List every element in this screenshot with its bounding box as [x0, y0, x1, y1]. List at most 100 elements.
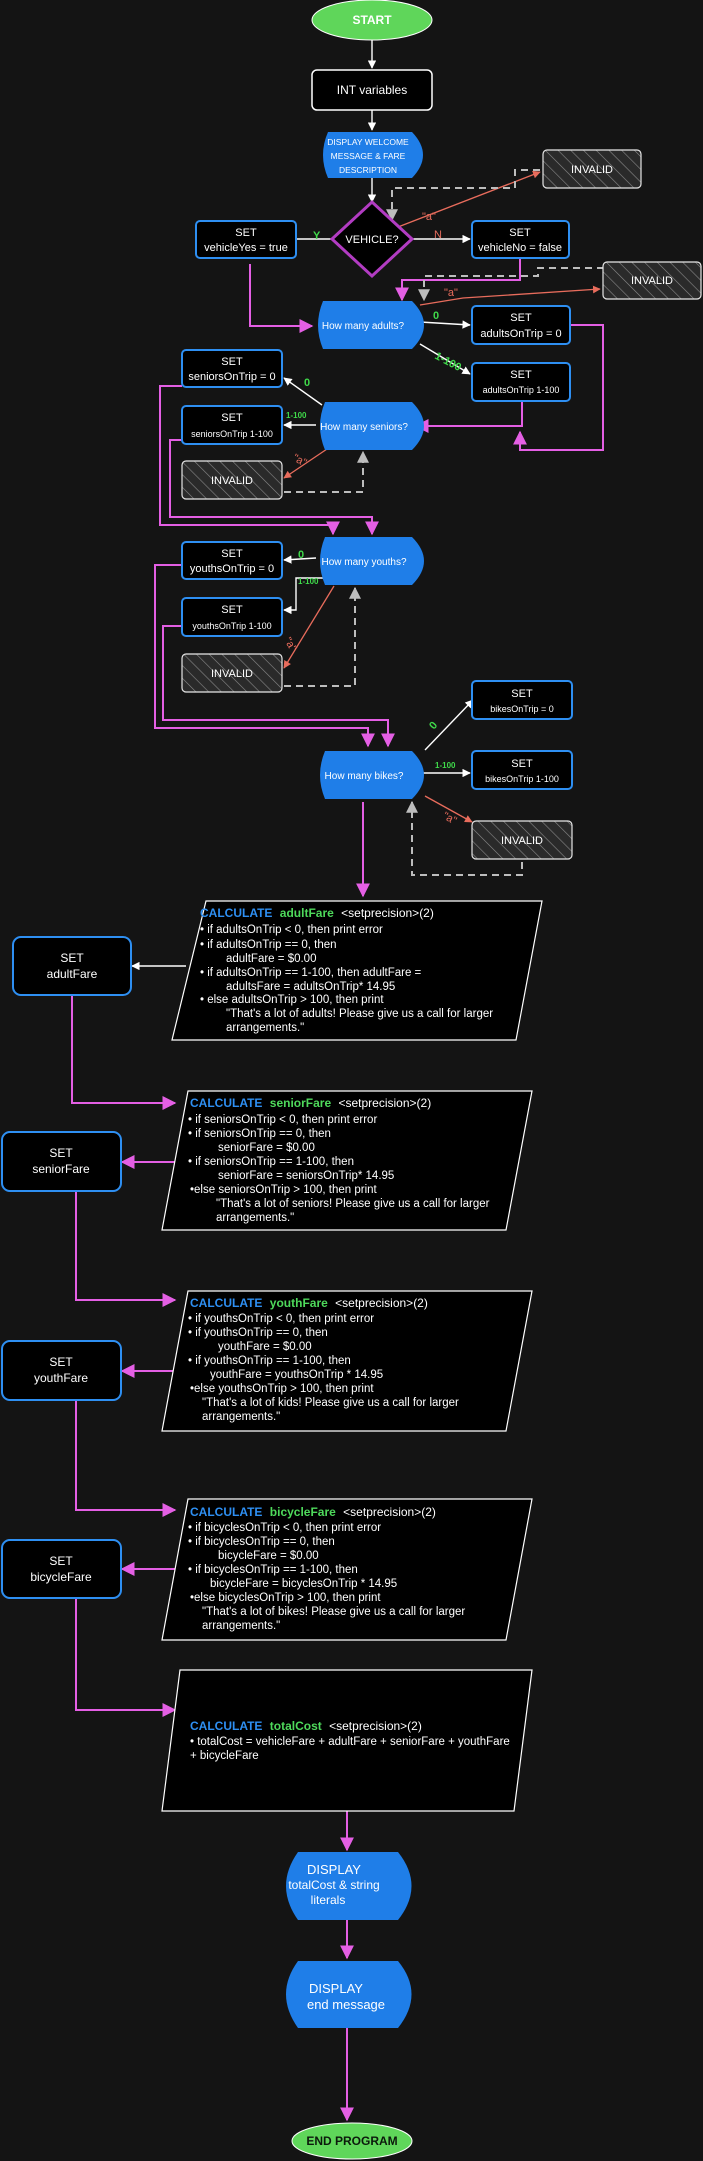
set-vehicle-yes-line-1: SET: [235, 227, 257, 239]
invalid-adults-node[interactable]: INVALID: [602, 261, 702, 300]
invalid-youths-node[interactable]: INVALID: [181, 653, 283, 693]
welcome-line-2: MESSAGE & FARE: [331, 151, 406, 161]
arrow-adults-invalid: [419, 285, 601, 306]
set-vehicle-no-line-1: SET: [509, 227, 531, 239]
set-adults-zero-node[interactable]: SET adultsOnTrip = 0: [471, 305, 571, 345]
end-program-label: END PROGRAM: [306, 2134, 397, 2148]
display-total-line-3: literals: [311, 1893, 346, 1907]
youth-calc-line-2: • if youthsOnTrip == 0, then: [188, 1327, 328, 1339]
adult-fare-calc-node[interactable]: CALCULATE adultFare <setprecision>(2) • …: [171, 900, 543, 1041]
bicycle-calc-var: bicycleFare: [270, 1505, 336, 1519]
set-adults-range-node[interactable]: SET adultsOnTrip 1-100: [471, 362, 571, 402]
set-bikes-zero-node[interactable]: SET bikesOnTrip = 0: [471, 680, 573, 720]
arrow-adultszero-to-seniors-route: [513, 324, 604, 451]
set-adult-fare-node[interactable]: SET adultFare: [12, 936, 132, 996]
invalid-bikes-node[interactable]: INVALID: [471, 820, 573, 860]
invalid-seniors-node[interactable]: INVALID: [181, 460, 283, 500]
invalid-vehicle-node[interactable]: INVALID: [542, 149, 642, 189]
arrow-seniors-invalid: [283, 446, 331, 479]
label-youths-zero: 0: [298, 549, 304, 561]
bikes-question-node[interactable]: How many bikes?: [320, 751, 424, 799]
youth-calc-line-7: "That's a lot of kids! Please give us a …: [202, 1397, 459, 1409]
vehicle-label: VEHICLE?: [345, 234, 398, 246]
set-senior-fare-node[interactable]: SET seniorFare: [1, 1131, 122, 1192]
arrow-youthsrange-to-bikes: [162, 625, 395, 748]
start-node[interactable]: START: [311, 0, 433, 41]
seniors-question-node[interactable]: How many seniors?: [320, 402, 424, 450]
set-youth-fare-line-2: youthFare: [34, 1371, 88, 1385]
youth-fare-calc-node[interactable]: CALCULATE youthFare <setprecision>(2) • …: [161, 1290, 533, 1432]
label-adults-range: 1-100: [433, 350, 463, 374]
senior-fare-calc-node[interactable]: CALCULATE seniorFare <setprecision>(2) •…: [161, 1090, 533, 1231]
set-youths-zero-node[interactable]: SET youthsOnTrip = 0: [181, 541, 283, 580]
arrow-seniors-retry: [284, 450, 369, 493]
set-bicycle-fare-node[interactable]: SET bicycleFare: [1, 1539, 122, 1599]
senior-calc-var: seniorFare: [270, 1096, 332, 1110]
bicycle-fare-calc-node[interactable]: CALCULATE bicycleFare <setprecision>(2) …: [161, 1498, 533, 1641]
seniors-question-label: How many seniors?: [320, 422, 408, 433]
invalid-seniors-label: INVALID: [211, 475, 253, 487]
arrow-vehicleno-to-adults: [395, 259, 521, 302]
total-cost-calc-node[interactable]: CALCULATE totalCost <setprecision>(2) • …: [161, 1669, 533, 1812]
invalid-bikes-label: INVALID: [501, 835, 543, 847]
arrow-youths-invalid: [283, 585, 335, 669]
set-seniors-zero-node[interactable]: SET seniorsOnTrip = 0: [181, 349, 283, 388]
arrow-youths-retry: [284, 586, 361, 687]
bicycle-calc-line-1: • if bicyclesOnTrip < 0, then print erro…: [188, 1522, 381, 1534]
set-bikes-zero-line-2: bikesOnTrip = 0: [490, 704, 553, 714]
label-vehicle-a: "a": [422, 211, 436, 223]
invalid-youths-label: INVALID: [211, 668, 253, 680]
youth-calc-var: youthFare: [270, 1296, 328, 1310]
set-vehicle-yes-node[interactable]: SET vehicleYes = true: [195, 220, 297, 259]
arrow-adultsrange-to-seniors: [414, 402, 523, 433]
bicycle-calc-line-4: • if bicyclesOnTrip == 1-100, then: [188, 1564, 358, 1576]
adults-question-node[interactable]: How many adults?: [318, 301, 424, 349]
bicycle-calc-line-5: bicycleFare = bicyclesOnTrip * 14.95: [210, 1578, 397, 1590]
adult-calc-line-5: adultsFare = adultsOnTrip* 14.95: [226, 981, 395, 993]
start-label: START: [352, 13, 392, 27]
display-end-node[interactable]: DISPLAY end message: [286, 1961, 412, 2028]
welcome-display-node[interactable]: DISPLAY WELCOME MESSAGE & FARE DESCRIPTI…: [323, 132, 423, 178]
arrow-setyouth-to-bicyclecalc: [75, 1400, 177, 1517]
arrow-vehicle-invalid: [397, 170, 541, 228]
adult-calc-word: CALCULATE: [200, 906, 272, 920]
end-program-node[interactable]: END PROGRAM: [291, 2122, 413, 2160]
label-adults-a: "a": [444, 287, 458, 299]
set-vehicle-no-node[interactable]: SET vehicleNo = false: [471, 220, 570, 259]
adult-calc-heading: CALCULATE adultFare <setprecision>(2): [200, 906, 434, 920]
total-calc-line-2: + bicycleFare: [190, 1750, 259, 1762]
arrow-setadult-to-seniorcalc: [71, 996, 177, 1110]
set-bikes-zero-line-1: SET: [511, 688, 533, 700]
senior-calc-line-8: arrangements.": [216, 1212, 294, 1224]
set-youths-range-node[interactable]: SET youthsOnTrip 1-100: [181, 597, 283, 637]
set-adults-range-line-1: SET: [510, 369, 532, 381]
set-seniors-range-node[interactable]: SET seniorsOnTrip 1-100: [181, 405, 283, 445]
arrow-adults-zero: [419, 320, 471, 329]
adult-calc-line-7: "That's a lot of adults! Please give us …: [226, 1008, 493, 1020]
set-bikes-range-node[interactable]: SET bikesOnTrip 1-100: [471, 750, 573, 790]
adult-calc-line-6: • else adultsOnTrip > 100, then print: [200, 994, 384, 1006]
bicycle-calc-line-7: "That's a lot of bikes! Please give us a…: [202, 1606, 465, 1618]
total-calc-var: totalCost: [270, 1719, 322, 1733]
connectors: [71, 40, 604, 2122]
int-variables-node[interactable]: INT variables: [311, 69, 433, 111]
vehicle-decision-node[interactable]: VEHICLE?: [329, 199, 415, 279]
display-total-node[interactable]: DISPLAY totalCost & string literals: [286, 1852, 412, 1920]
total-calc-word: CALCULATE: [190, 1719, 262, 1733]
arrow-bikes-invalid: [424, 795, 473, 823]
set-bicycle-fare-line-1: SET: [49, 1554, 73, 1568]
set-adults-zero-line-1: SET: [510, 312, 532, 324]
youths-question-node[interactable]: How many youths?: [320, 537, 424, 585]
arrow-youths-zero: [283, 555, 317, 564]
arrow-adults-range: [419, 343, 471, 375]
bicycle-calc-line-2: • if bicyclesOnTrip == 0, then: [188, 1536, 335, 1548]
label-no: N: [434, 229, 442, 241]
youth-calc-line-8: arrangements.": [202, 1411, 280, 1423]
set-seniors-range-line-1: SET: [221, 412, 243, 424]
set-youth-fare-line-1: SET: [49, 1355, 73, 1369]
youth-calc-line-5: youthFare = youthsOnTrip * 14.95: [210, 1369, 383, 1381]
welcome-line-1: DISPLAY WELCOME: [327, 137, 409, 147]
set-youth-fare-node[interactable]: SET youthFare: [1, 1340, 122, 1401]
invalid-vehicle-label: INVALID: [571, 164, 613, 176]
